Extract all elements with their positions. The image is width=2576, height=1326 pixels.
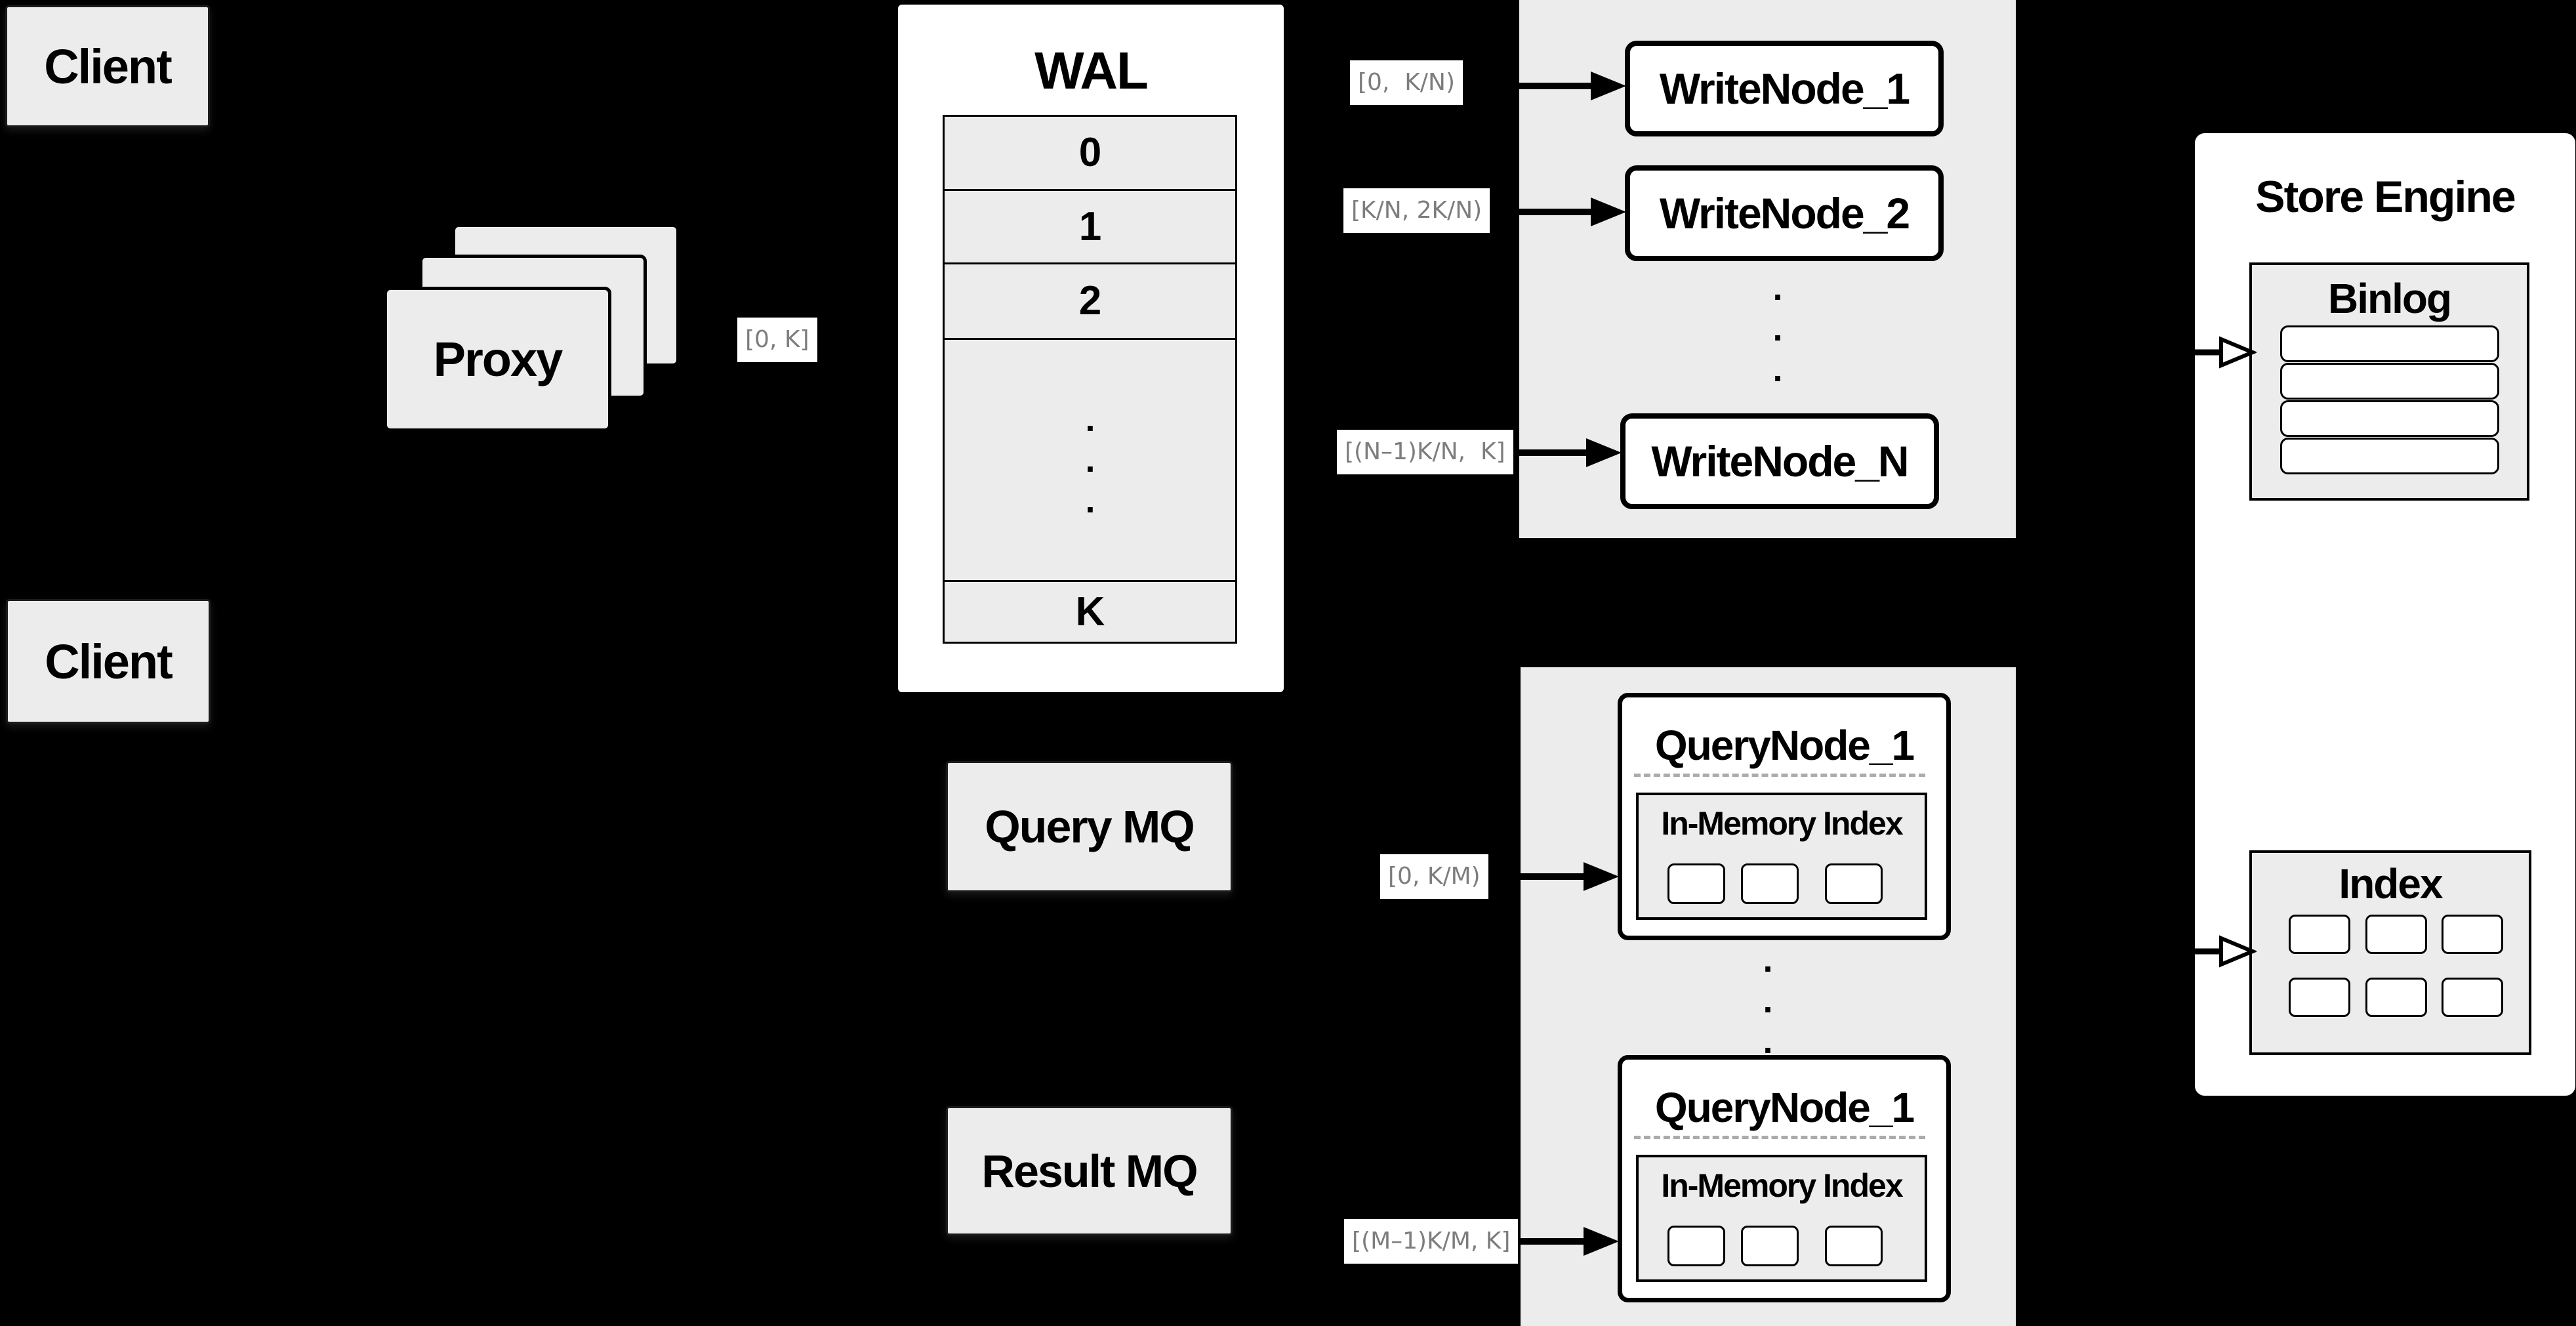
index-title: Index (2339, 860, 2443, 907)
index-cell (2365, 915, 2427, 954)
result-mq-label: Result MQ (981, 1145, 1198, 1197)
arrow-to-binlog (2158, 336, 2257, 369)
binlog-box: Binlog (2249, 262, 2529, 501)
client-top-label: Client (44, 39, 173, 94)
querynode-1-box: QueryNode_1 In-Memory Index (1618, 693, 1951, 940)
store-engine-box: Store Engine Binlog Index (2192, 130, 2576, 1099)
write-range-label-1: [0, K/N) (1350, 60, 1463, 105)
write-range-label-2: [K/N, 2K/N) (1343, 188, 1490, 233)
index-box: Index (2249, 850, 2531, 1055)
index-cell (2365, 978, 2427, 1017)
index-cell (2289, 978, 2350, 1017)
arrow-to-index (2158, 935, 2257, 968)
in-memory-index-title-1: In-Memory Index (1661, 805, 1903, 842)
writenodes-ellipsis: . . . (1772, 268, 1783, 389)
write-range-2-text: [K/N, 2K/N) (1351, 197, 1482, 224)
wal-segment-k-label: K (1075, 589, 1105, 634)
writenode-2-label: WriteNode_2 (1659, 189, 1910, 238)
memory-segment (1667, 863, 1725, 904)
index-cell (2442, 978, 2503, 1017)
write-range-1-text: [0, K/N) (1358, 69, 1455, 96)
proxy-range-label: [0, K] (737, 318, 817, 362)
binlog-title: Binlog (2327, 275, 2452, 322)
proxy-box: Proxy (384, 287, 611, 432)
arrow-to-writenode-2 (1505, 197, 1626, 226)
index-cell (2442, 915, 2503, 954)
wal-segment-0-label: 0 (1078, 130, 1101, 175)
wal-ellipsis-dots: . . . (1085, 400, 1095, 520)
proxy-range-text: [0, K] (745, 326, 809, 353)
wal-segment-table: 0 1 2 . . . K (943, 115, 1237, 644)
querynode-m-separator (1634, 1136, 1925, 1139)
client-box-top: Client (5, 5, 210, 127)
querynode-m-box: QueryNode_1 In-Memory Index (1618, 1055, 1951, 1302)
wal-box: WAL 0 1 2 . . . K (895, 2, 1286, 695)
wal-segment-k: K (943, 580, 1237, 644)
result-mq-box: Result MQ (946, 1106, 1233, 1235)
memory-segment (1667, 1226, 1725, 1266)
querynode-1-title: QueryNode_1 (1654, 722, 1915, 769)
writenode-1-box: WriteNode_1 (1625, 41, 1944, 136)
arrow-to-writenode-n (1501, 438, 1622, 467)
query-range-label-1: [0, K/M) (1380, 854, 1488, 899)
index-cell (2289, 915, 2350, 954)
arrow-to-querynode-1 (1503, 862, 1619, 891)
memory-segment (1741, 1226, 1799, 1266)
memory-segment (1825, 1226, 1883, 1266)
memory-segment (1741, 863, 1799, 904)
proxy-label: Proxy (433, 332, 563, 386)
query-range-1-text: [0, K/M) (1388, 863, 1481, 890)
wal-segment-2: 2 (943, 262, 1237, 340)
client-box-bottom: Client (6, 599, 211, 724)
arrow-to-writenode-1 (1475, 72, 1626, 100)
wal-segment-ellipsis: . . . (943, 338, 1237, 582)
store-engine-title: Store Engine (2255, 172, 2516, 222)
binlog-row (2280, 363, 2499, 400)
writenode-n-label: WriteNode_N (1651, 437, 1909, 486)
binlog-row (2280, 400, 2499, 437)
query-range-label-m: [(M–1)K/M, K] (1344, 1219, 1519, 1264)
write-range-label-n: [(N–1)K/N, K] (1337, 430, 1513, 474)
in-memory-index-box-1: In-Memory Index (1636, 793, 1927, 920)
memory-segment (1825, 863, 1883, 904)
querynodes-ellipsis: . . . (1763, 940, 1773, 1061)
writenode-1-label: WriteNode_1 (1659, 64, 1910, 113)
query-mq-label: Query MQ (985, 801, 1195, 852)
writenode-2-box: WriteNode_2 (1625, 165, 1944, 261)
client-bottom-label: Client (45, 634, 173, 689)
wal-segment-1-label: 1 (1078, 203, 1101, 249)
query-mq-box: Query MQ (946, 761, 1233, 892)
querynode-m-title: QueryNode_1 (1654, 1084, 1915, 1131)
querynode-1-separator (1634, 774, 1925, 777)
query-range-m-text: [(M–1)K/M, K] (1352, 1228, 1511, 1254)
in-memory-index-title-2: In-Memory Index (1661, 1167, 1903, 1204)
wal-segment-2-label: 2 (1078, 278, 1101, 323)
wal-segment-1: 1 (943, 189, 1237, 264)
in-memory-index-box-2: In-Memory Index (1636, 1155, 1927, 1282)
wal-title: WAL (1034, 41, 1149, 100)
binlog-row (2280, 325, 2499, 362)
binlog-row (2280, 438, 2499, 474)
writenode-n-box: WriteNode_N (1620, 413, 1939, 509)
write-range-n-text: [(N–1)K/N, K] (1345, 438, 1505, 465)
wal-segment-0: 0 (943, 115, 1237, 191)
